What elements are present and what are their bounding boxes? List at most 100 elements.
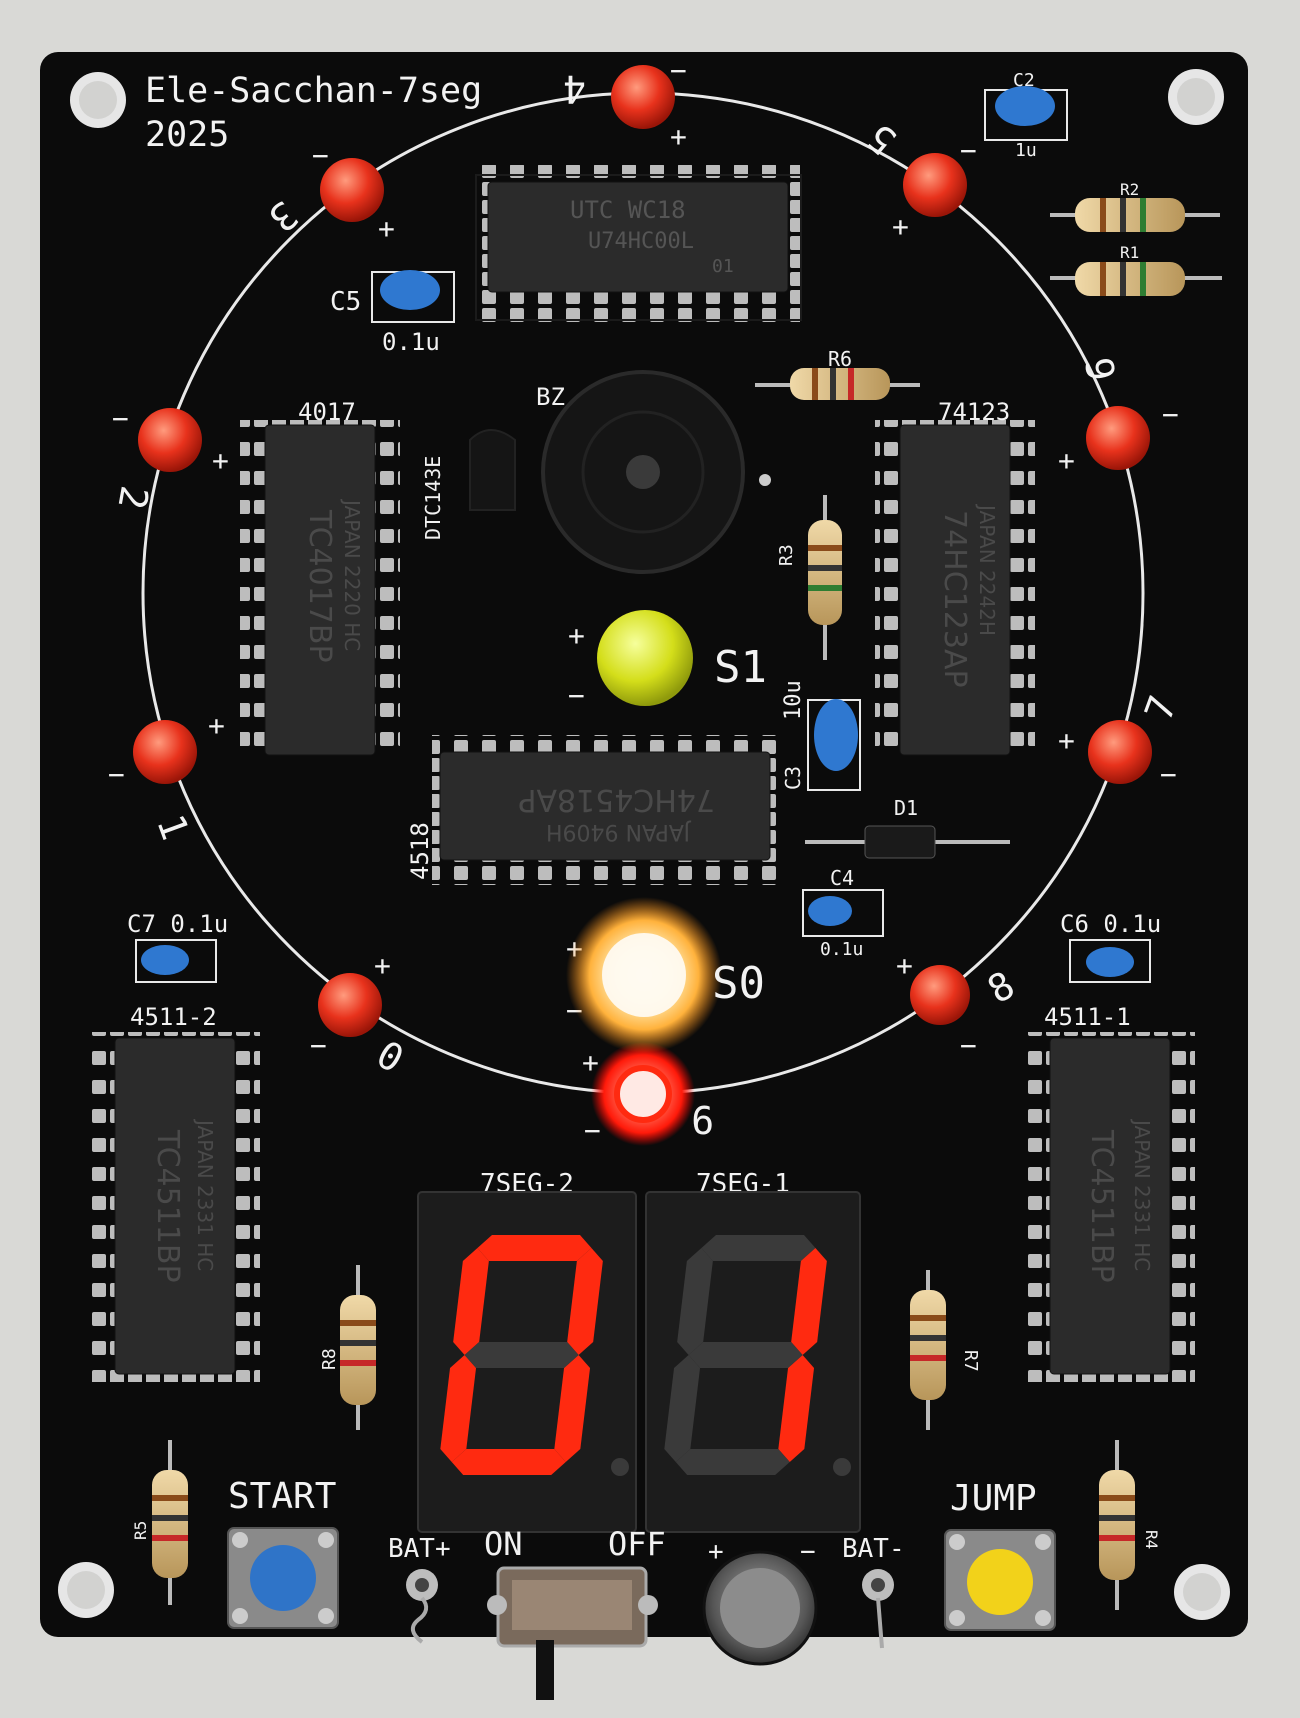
jump-button[interactable]: JUMP (944, 1478, 1056, 1631)
ic-left-4017: 4017 JAPAN 2220 HC TC4017BP (240, 398, 400, 760)
c7-label: C7 0.1u (127, 910, 228, 938)
capacitor-c7: C7 0.1u (127, 910, 228, 983)
svg-text:+: + (1058, 444, 1075, 477)
resistor-r3: R3 (776, 495, 842, 660)
start-button-cap (250, 1545, 316, 1611)
digit-right-segments (664, 1235, 827, 1475)
ic-bl-line1: JAPAN 2331 HC (193, 1118, 217, 1271)
ic-left-line1: JAPAN 2220 HC (340, 498, 364, 651)
bat-plus-pad (406, 1569, 438, 1644)
ring-leds (133, 65, 1152, 1146)
digit-left-segments (440, 1235, 603, 1475)
c2-value: 1u (1015, 140, 1037, 161)
c2-label: C2 (1013, 70, 1035, 91)
switch-off-label: OFF (608, 1525, 666, 1563)
ic-top-74hc00: UTC WC18 U74HC00L 01 (470, 165, 802, 325)
diode-d1: D1 (805, 796, 1010, 859)
svg-text:+: + (568, 619, 585, 652)
r2-label: R2 (1120, 180, 1139, 199)
svg-text:+: + (896, 949, 913, 982)
power-switch[interactable] (487, 1566, 658, 1700)
ic-bl-label: 4511-2 (130, 1003, 217, 1031)
svg-text:+: + (374, 949, 391, 982)
bat-minus-label: BAT- (842, 1534, 905, 1564)
ic-bottom-right-4511-1: 4511-1 JAPAN 2331 HC TC4511BP (1025, 1003, 1195, 1382)
svg-text:−: − (670, 54, 687, 87)
segment-d (675, 1449, 790, 1475)
polarity-marks: −+ −+ −+ −+ −+ +− +− +− +− +− +− +− (108, 54, 1179, 1147)
s0-label: S0 (712, 958, 765, 1009)
jump-label: JUMP (950, 1478, 1037, 1519)
ic-right-line2: 74HC123AP (937, 510, 972, 688)
ring-led-4 (611, 65, 675, 129)
led-s1: S1 (597, 610, 767, 706)
c3-label: C3 (781, 766, 805, 790)
board-year: 2025 (145, 115, 229, 155)
ic-center-line1: JAPAN 9409H (546, 819, 692, 844)
s1-label: S1 (714, 642, 767, 693)
resistor-r5: R5 (131, 1440, 188, 1605)
r1-label: R1 (1120, 243, 1139, 262)
ic-left-line2: TC4017BP (302, 509, 337, 663)
svg-text:+: + (670, 120, 687, 153)
r6-label: R6 (828, 347, 852, 371)
r7-label: R7 (960, 1350, 981, 1372)
svg-text:+: + (892, 210, 909, 243)
svg-text:−: − (108, 758, 125, 791)
r8-label: R8 (319, 1348, 340, 1370)
svg-text:−: − (960, 1029, 977, 1062)
ring-led-3 (320, 158, 384, 222)
ic-top-line2: U74HC00L (588, 229, 694, 254)
power-switch-lever (536, 1640, 554, 1700)
r5-label: R5 (131, 1521, 150, 1540)
capacitor-c3: 10u C3 (781, 680, 861, 791)
segment-b (791, 1248, 827, 1355)
segment-a (477, 1235, 592, 1261)
svg-text:+: + (708, 1537, 724, 1567)
switch-on-label: ON (484, 1525, 523, 1563)
ic-left-label: 4017 (298, 398, 356, 426)
svg-text:+: + (378, 212, 395, 245)
segment-f (677, 1248, 713, 1355)
r4-label: R4 (1142, 1530, 1161, 1549)
c4-label: C4 (830, 866, 854, 890)
svg-text:+: + (208, 709, 225, 742)
svg-text:−: − (310, 1029, 327, 1062)
ic-bl-line2: TC4511BP (150, 1129, 185, 1283)
svg-text:−: − (568, 679, 585, 712)
resistor-r4: R4 (1099, 1440, 1161, 1610)
r3-label: R3 (776, 544, 797, 566)
svg-text:+: + (212, 444, 229, 477)
ring-number-9: 9 (691, 1097, 714, 1141)
svg-text:−: − (112, 402, 129, 435)
start-label: START (228, 1476, 336, 1517)
svg-text:−: − (312, 139, 329, 172)
capacitor-c4: C4 0.1u (802, 866, 884, 960)
resistor-r8: R8 (319, 1265, 376, 1430)
board-title: Ele-Sacchan-7seg (145, 71, 482, 111)
c3-value: 10u (781, 680, 806, 720)
ic-center-line2: 74HC4518AP (518, 782, 715, 817)
segment-g (688, 1342, 803, 1368)
start-button[interactable]: START (227, 1476, 339, 1629)
ic-br-line1: JAPAN 2331 HC (1130, 1118, 1154, 1271)
ring-led-8 (910, 965, 970, 1025)
ic-top-line3: 01 (712, 256, 734, 277)
ic-br-label: 4511-1 (1044, 1003, 1131, 1031)
bat-plus-label: BAT+ (388, 1534, 451, 1564)
segment-f (453, 1248, 489, 1355)
ic-right-line1: JAPAN 2242H (975, 503, 999, 636)
bz-label: BZ (536, 383, 565, 411)
capacitor-c2: C2 1u (984, 70, 1068, 161)
led-s0: S0 (566, 897, 765, 1053)
bat-minus-pad (862, 1569, 894, 1649)
ic-top-line1: UTC WC18 (570, 196, 686, 224)
svg-text:−: − (584, 1114, 601, 1147)
mounting-holes (58, 69, 1230, 1620)
svg-text:−: − (960, 134, 977, 167)
ring-number-4: 4 (563, 67, 586, 111)
segment-g (464, 1342, 579, 1368)
svg-text:+: + (582, 1046, 599, 1079)
transistor-dtc143e: DTC143E (421, 429, 516, 540)
